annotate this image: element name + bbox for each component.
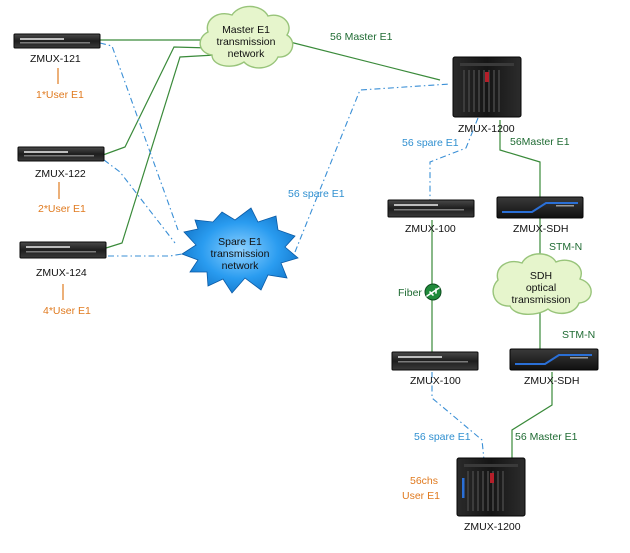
zmux-122-label: ZMUX-122 [35,168,86,180]
svg-text:Master E1: Master E1 [222,24,270,36]
zmux-124-device[interactable] [19,241,107,259]
zmux-121-device[interactable] [13,33,101,49]
link-sdh-bottom-1200[interactable] [511,372,553,458]
zmux-sdh-top-label: ZMUX-SDH [513,223,568,235]
zmux-124-label: ZMUX-124 [36,267,87,279]
svg-text:optical: optical [526,282,556,294]
spare-links-left [99,42,485,461]
master-e1-cloud[interactable] [199,5,294,69]
user-e1-4-label: 4*User E1 [43,305,91,317]
spare-e1-cloud[interactable] [181,207,299,294]
zmux-sdh-top-device[interactable] [496,196,584,219]
sdh-optical-cloud[interactable] [492,253,592,315]
fiber-label: Fiber [398,287,422,299]
zmux-1200-top-device[interactable] [452,56,522,118]
link-1200-zmux100[interactable] [429,117,479,200]
spare-cloud-text: Spare E1 transmission network [211,236,270,272]
sdh-cloud-text: SDH optical transmission [512,270,571,306]
fiber-connector-icon [424,283,442,301]
zmux-1200-bottom-label: ZMUX-1200 [464,521,521,533]
spare-bottom-link-label: 56 spare E1 [414,431,471,443]
stm-n-label-1: STM-N [549,241,582,253]
master-sdh-link-label: 56Master E1 [510,136,570,148]
master-links-left [100,39,441,249]
zmux-100-bottom-label: ZMUX-100 [410,375,461,387]
user-lines [57,68,64,300]
zmux-121-label: ZMUX-121 [30,53,81,65]
link-122-spare [103,159,176,244]
user-56chs-label: 56chs [410,475,438,487]
link-122-master [102,46,211,156]
svg-text:transmission: transmission [512,294,571,306]
zmux-sdh-bottom-label: ZMUX-SDH [524,375,579,387]
zmux-100-top-device[interactable] [387,199,475,218]
zmux-1200-top-label: ZMUX-1200 [458,123,515,135]
master-cloud-text: Master E1 transmission network [217,24,276,60]
link-zmux100-bottom-1200[interactable] [431,372,485,461]
link-spare-cloud-1200[interactable] [294,83,451,253]
svg-text:transmission: transmission [217,36,276,48]
link-124-spare [108,251,195,257]
svg-text:network: network [228,48,266,60]
user-e1-1-label: 1*User E1 [36,89,84,101]
user-e1-2-label: 2*User E1 [38,203,86,215]
stm-n-label-2: STM-N [562,329,595,341]
zmux-122-device[interactable] [17,146,105,162]
link-1200-sdh[interactable] [499,120,541,197]
zmux-100-top-label: ZMUX-100 [405,223,456,235]
link-master-cloud-1200[interactable] [281,39,441,81]
master-top-link-label: 56 Master E1 [330,31,393,43]
user-e1-label: User E1 [402,490,440,502]
link-124-master [105,54,216,249]
svg-text:transmission: transmission [211,248,270,260]
spare-top-link-label: 56 spare E1 [402,137,459,149]
svg-text:network: network [222,260,260,272]
zmux-sdh-bottom-device[interactable] [509,348,599,371]
svg-text:SDH: SDH [530,270,552,282]
link-121-spare [99,42,179,231]
svg-text:Spare E1: Spare E1 [218,236,262,248]
master-bottom-link-label: 56 Master E1 [515,431,578,443]
zmux-1200-bottom-device[interactable] [456,457,526,517]
zmux-100-bottom-device[interactable] [391,351,479,371]
spare-left-link-label: 56 spare E1 [288,188,345,200]
